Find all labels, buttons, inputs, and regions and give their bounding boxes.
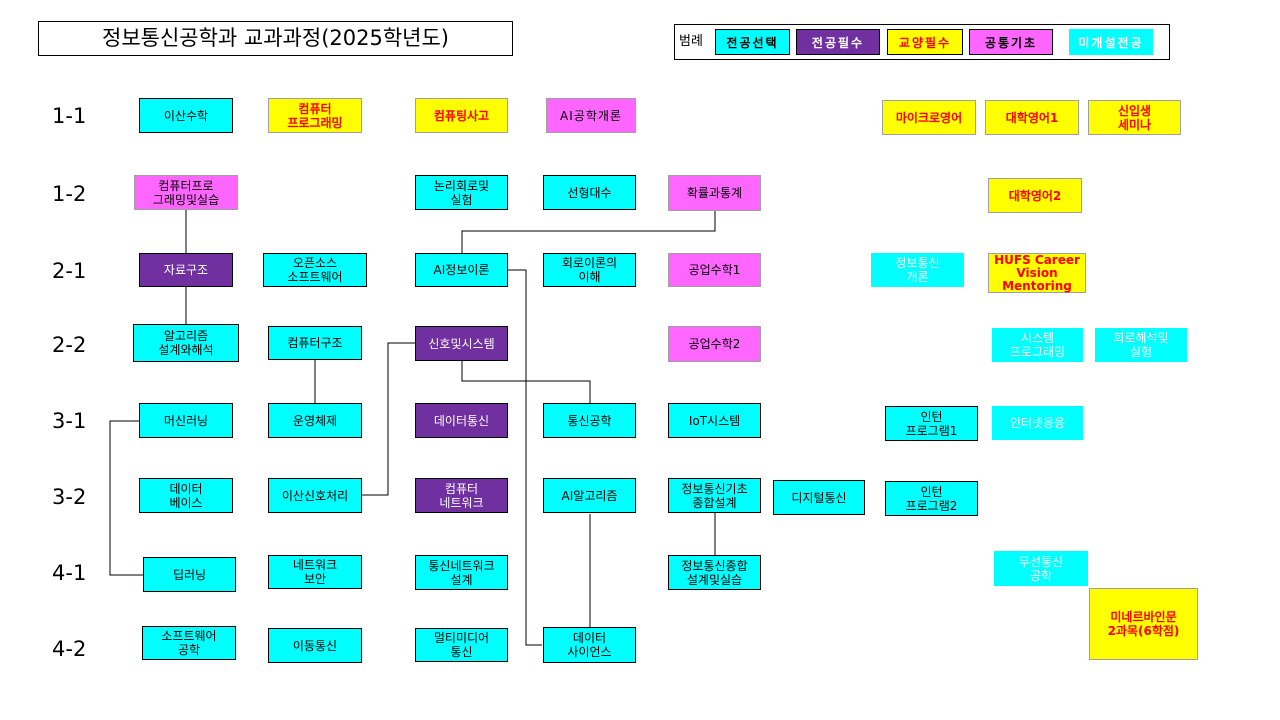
- course-box: 디지털통신: [773, 480, 865, 515]
- course-box: 자료구조: [139, 253, 233, 287]
- course-box: 컴퓨터 네트워크: [415, 478, 508, 513]
- course-box: 딥러닝: [143, 557, 236, 592]
- course-box: 네트워크 보안: [268, 555, 362, 589]
- prerequisite-line: [508, 269, 542, 646]
- legend-item-common: 공통기초: [969, 29, 1053, 55]
- course-box: IoT시스템: [668, 403, 761, 438]
- course-box: 마이크로영어: [882, 100, 976, 135]
- course-box: 컴퓨팅사고: [415, 98, 508, 133]
- course-box: HUFS Career Vision Mentoring: [988, 253, 1086, 293]
- course-box: 확률과통계: [668, 175, 761, 211]
- prerequisite-line: [461, 211, 716, 253]
- course-box: 운영체제: [268, 403, 362, 438]
- course-box: 회로이론의 이해: [543, 253, 636, 287]
- course-box: 컴퓨터 프로그래밍: [268, 98, 362, 133]
- course-box: AI정보이론: [415, 253, 508, 287]
- course-box: 공업수학1: [668, 253, 761, 287]
- course-box: 알고리즘 설계와해석: [133, 324, 239, 362]
- course-box: 소프트웨어 공학: [142, 626, 236, 660]
- course-box: 데이터통신: [415, 403, 508, 438]
- course-box: 시스템 프로그래밍: [992, 328, 1083, 362]
- course-box: 미네르바인문 2과목(6학점): [1089, 588, 1198, 660]
- semester-label: 1-1: [52, 104, 87, 128]
- course-box: AI알고리즘: [543, 478, 636, 513]
- course-box: 컴퓨터프로 그래밍및실습: [134, 175, 238, 210]
- course-box: 인턴 프로그램2: [885, 481, 978, 516]
- course-box: 오픈소스 소프트웨어: [263, 253, 367, 287]
- course-box: 공업수학2: [668, 326, 761, 362]
- legend-item-required: 전공필수: [796, 29, 880, 55]
- course-box: 이산수학: [139, 98, 233, 133]
- course-box: 정보통신 개론: [871, 253, 964, 287]
- course-box: 회로해석및 실험: [1095, 328, 1187, 362]
- course-box: 신입생 세미나: [1088, 100, 1181, 135]
- semester-label: 4-1: [52, 561, 87, 585]
- semester-label: 2-2: [52, 333, 87, 357]
- semester-label: 1-2: [52, 182, 87, 206]
- legend-item-unopened: 미개설전공: [1069, 29, 1153, 55]
- course-box: 컴퓨터구조: [268, 326, 362, 360]
- course-box: 정보통신종합 설계및실습: [668, 555, 761, 590]
- course-box: 통신공학: [543, 403, 636, 438]
- course-box: 인터넷응용: [992, 406, 1083, 440]
- course-box: AI공학개론: [546, 98, 636, 133]
- course-box: 데이터 베이스: [139, 478, 233, 513]
- course-box: 대학영어2: [988, 178, 1082, 213]
- semester-label: 3-2: [52, 485, 87, 509]
- course-box: 신호및시스템: [415, 326, 508, 361]
- course-box: 논리회로및 실험: [415, 175, 508, 210]
- course-box: 대학영어1: [985, 100, 1079, 135]
- course-box: 이동통신: [268, 628, 362, 663]
- page-title: 정보통신공학과 교과과정(2025학년도): [38, 21, 513, 56]
- course-box: 정보통신기초 종합설계: [668, 478, 761, 513]
- course-box: 무선통신 공학: [994, 551, 1088, 586]
- legend-label: 범례: [679, 34, 703, 49]
- legend: 범례 전공선택 전공필수 교양필수 공통기초 미개설전공: [674, 24, 1170, 60]
- legend-item-liberal: 교양필수: [887, 29, 963, 55]
- course-box: 데이터 사이언스: [543, 627, 636, 663]
- semester-label: 4-2: [52, 637, 87, 661]
- course-box: 통신네트워크 설계: [415, 555, 508, 590]
- course-box: 멀티미디어 통신: [415, 628, 508, 662]
- semester-label: 2-1: [52, 259, 87, 283]
- prerequisite-line: [109, 420, 143, 576]
- prerequisite-line: [461, 361, 591, 403]
- prerequisite-line: [362, 342, 415, 496]
- semester-label: 3-1: [52, 409, 87, 433]
- course-box: 이산신호처리: [268, 478, 362, 513]
- course-box: 인턴 프로그램1: [885, 406, 978, 441]
- course-box: 선형대수: [543, 175, 636, 210]
- course-box: 머신러닝: [139, 403, 233, 438]
- legend-item-elective: 전공선택: [715, 29, 790, 55]
